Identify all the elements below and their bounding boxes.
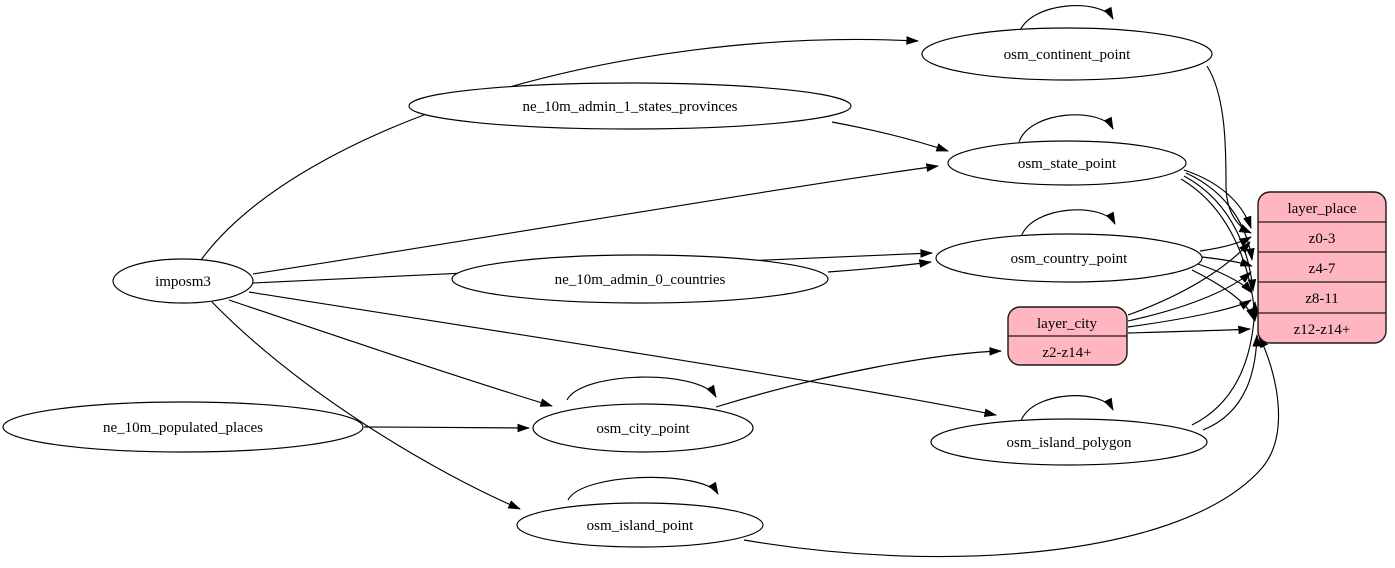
node-osm_island_point-shape <box>516 502 764 548</box>
record-layer_place-title: layer_place <box>1287 201 1356 217</box>
record-layer_city: layer_city z2-z14+ <box>1007 306 1128 366</box>
selfloop-osm_continent_point <box>1018 5 1114 34</box>
node-imposm3-shape <box>112 258 254 304</box>
node-ne_10m_admin_1_states_provinces: ne_10m_admin_1_states_provinces <box>408 82 852 130</box>
record-layer_place-shape <box>1257 191 1387 344</box>
selfloop-osm_state_point <box>1018 114 1114 143</box>
edge-osm_island_point-layer_place-z12-z14 <box>743 335 1280 558</box>
edge-layer_city-layer_place-z8-11 <box>1127 299 1252 328</box>
edge-osm_country_point-layer_place-z0-3 <box>1199 236 1252 252</box>
edge-ne_10m_populated_places-osm_city_point <box>363 423 531 433</box>
selfloop-osm_island_point <box>567 476 719 501</box>
edge-imposm3-osm_state_point <box>252 163 940 275</box>
node-osm_country_point-label: osm_country_point <box>1011 251 1128 267</box>
record-layer_city-title: layer_city <box>1037 316 1097 332</box>
node-ne_10m_admin_1_states_provinces-label: ne_10m_admin_1_states_provinces <box>523 99 738 115</box>
edge-imposm3-osm_continent_point <box>200 36 920 261</box>
edge-layer <box>200 5 1280 558</box>
edge-imposm3-osm_city_point <box>228 299 553 407</box>
node-osm_city_point-label: osm_city_point <box>596 421 690 437</box>
node-osm_island_point-label: osm_island_point <box>587 518 695 534</box>
edge-osm_city_point-layer_city <box>715 347 1003 408</box>
node-osm_island_polygon-shape <box>930 418 1208 466</box>
edge-osm_country_point-layer_place-z4-7 <box>1201 256 1253 267</box>
node-ne_10m_admin_0_countries-label: ne_10m_admin_0_countries <box>555 272 726 288</box>
edge-osm_state_point-layer_place-z0-3 <box>1183 169 1252 229</box>
edge-osm_country_point-layer_place-z12-z14 <box>1191 269 1255 321</box>
edge-osm_island_polygon-layer_place-z12-z14 <box>1202 333 1261 431</box>
node-osm_island_polygon: osm_island_polygon <box>930 418 1208 466</box>
selfloop-osm_city_point <box>566 376 717 401</box>
edge-imposm3-osm_island_polygon <box>248 291 997 417</box>
record-layer_place: layer_place z0-3 z4-7 z8-11 z12-z14+ <box>1257 191 1387 344</box>
node-imposm3-label: imposm3 <box>155 274 211 290</box>
selfloop-osm_country_point <box>1020 209 1116 238</box>
node-osm_city_point: osm_city_point <box>532 403 754 453</box>
node-ne_10m_populated_places-label: ne_10m_populated_places <box>103 420 263 436</box>
record-layer_place-row-z8-11: z8-11 <box>1305 291 1339 307</box>
node-ne_10m_admin_0_countries-shape <box>451 254 829 304</box>
record-layer_place-row-z0-3: z0-3 <box>1309 231 1336 247</box>
edge-imposm3-osm_island_point <box>211 301 521 510</box>
node-osm_island_polygon-label: osm_island_polygon <box>1006 435 1132 451</box>
node-osm_state_point: osm_state_point <box>947 140 1187 186</box>
selfloop-osm_island_polygon <box>1020 395 1114 422</box>
node-ne_10m_populated_places-shape <box>2 401 364 453</box>
edge-layer_city-layer_place-z4-7 <box>1127 271 1252 322</box>
edge-osm_island_polygon-layer_place-z8-11 <box>1191 300 1260 426</box>
edge-layer_city-layer_place-z12-z14 <box>1127 325 1252 335</box>
node-ne_10m_populated_places: ne_10m_populated_places <box>2 401 364 453</box>
edge-osm_state_point-layer_place-z4-7 <box>1185 172 1255 262</box>
node-ne_10m_admin_1_states_provinces-shape <box>408 82 852 130</box>
edge-layer_city-layer_place-z0-3 <box>1127 241 1251 316</box>
node-osm_continent_point-label: osm_continent_point <box>1004 47 1131 63</box>
edge-osm_continent_point-layer_place-z0-3 <box>1206 65 1252 234</box>
node-osm_island_point: osm_island_point <box>516 502 764 548</box>
edge-osm_country_point-layer_place-z8-11 <box>1197 263 1253 294</box>
node-osm_state_point-shape <box>947 140 1187 186</box>
node-osm_continent_point: osm_continent_point <box>921 27 1213 81</box>
node-osm_state_point-label: osm_state_point <box>1018 156 1117 172</box>
edge-osm_state_point-layer_place-z8-11 <box>1183 175 1257 293</box>
node-osm_city_point-shape <box>532 403 754 453</box>
node-ne_10m_admin_0_countries: ne_10m_admin_0_countries <box>451 254 829 304</box>
record-layer_city-row-z2-z14: z2-z14+ <box>1042 345 1091 361</box>
record-layer_place-row-z12-z14: z12-z14+ <box>1294 322 1351 338</box>
record-layer_place-row-z4-7: z4-7 <box>1309 261 1336 277</box>
node-osm_country_point: osm_country_point <box>935 233 1203 283</box>
edge-ne_10m_admin_1_states_provinces-osm_state_point <box>831 121 949 152</box>
node-osm_continent_point-shape <box>921 27 1213 81</box>
node-imposm3: imposm3 <box>112 258 254 304</box>
node-osm_country_point-shape <box>935 233 1203 283</box>
edge-ne_10m_admin_0_countries-osm_country_point <box>827 259 933 273</box>
